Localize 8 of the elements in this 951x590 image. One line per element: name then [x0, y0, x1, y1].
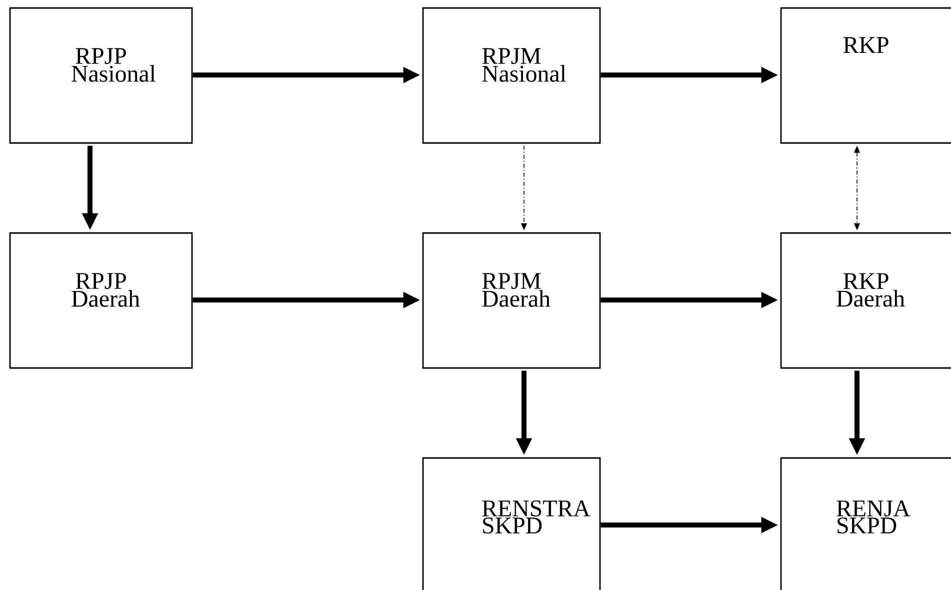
process-box: RPJM Nasional — [422, 7, 601, 144]
process-box: RENSTRA SKPD — [422, 457, 601, 590]
process-box: RKP — [780, 7, 951, 144]
process-box: RPJM Daerah — [422, 232, 601, 369]
process-box: RKP Daerah — [780, 232, 951, 369]
process-box: RENJA SKPD — [780, 457, 951, 590]
process-box: RPJP Nasional — [9, 7, 193, 144]
process-box: RPJP Daerah — [9, 232, 193, 369]
